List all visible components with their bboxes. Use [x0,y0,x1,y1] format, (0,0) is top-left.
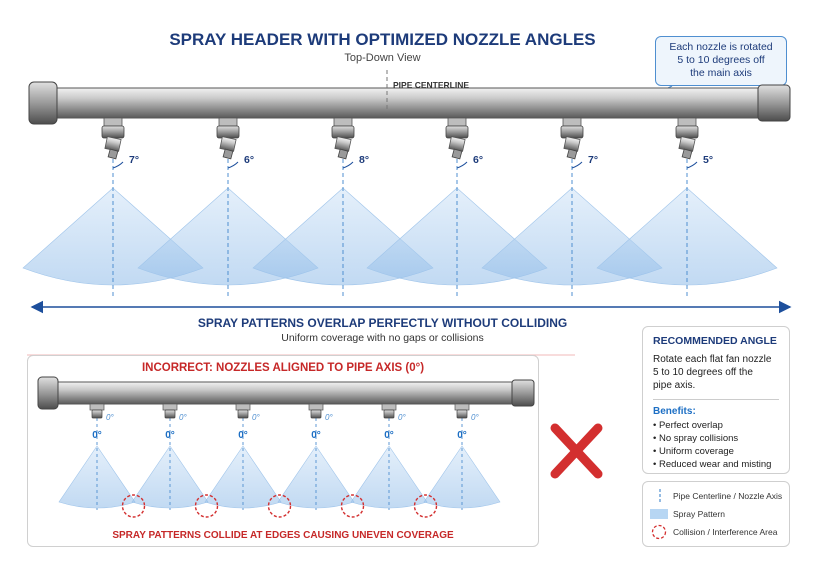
overlap-subheading: Uniform coverage with no gaps or collisi… [281,332,484,344]
collision-areas [121,494,438,518]
overlap-heading: SPRAY PATTERNS OVERLAP PERFECTLY WITHOUT… [197,316,568,330]
incorrect-footer: SPRAY PATTERNS COLLIDE AT EDGES CAUSING … [112,530,454,541]
collision-circle [413,494,438,518]
nozzle [89,403,105,419]
angle-arc [342,161,354,169]
angle-label: 6° [473,154,483,166]
collision-circle-icon [651,524,667,540]
recommended-description: Rotate each flat fan nozzle 5 to 10 degr… [653,353,779,392]
incorrect-nozzles: 0° 0° 0° 0° 0° 0° 0° 0° 0° 0° 0° 0° [89,403,479,441]
recommended-desc-line-2: 5 to 10 degrees off the [653,367,753,378]
angle-label: 5° [703,154,713,166]
legend-item-collision: Collision / Interference Area [643,524,791,540]
angle-arc [112,161,124,169]
angle-arc [686,161,698,169]
small-angle-label: 0° [179,413,187,422]
nozzle [162,403,178,419]
legend-label: Pipe Centerline / Nozzle Axis [673,491,783,501]
angle-label: 0° [92,430,102,441]
benefit-item: Uniform coverage [653,445,779,458]
nozzle [308,403,324,419]
legend-item-spray: Spray Pattern [643,506,791,522]
small-angle-label: 0° [106,413,114,422]
angle-arc [571,161,583,169]
incorrect-panel [27,355,539,547]
dashed-line-icon [659,489,661,503]
angle-label: 6° [244,154,254,166]
angle-label: 7° [129,154,139,166]
spray-swatch-icon [650,509,668,519]
angle-label: 0° [311,430,321,441]
benefits-list: Perfect overlap No spray collisions Unif… [653,419,779,471]
collision-circle [194,494,219,518]
pipe-centerline-label: PIPE CENTERLINE [393,80,469,90]
pipe-right-cap [757,84,791,122]
legend-item-centerline: Pipe Centerline / Nozzle Axis [643,488,791,504]
callout-line-1: Each nozzle is rotated [669,41,773,53]
callout-line-3: the main axis [690,67,752,79]
small-angle-label: 0° [252,413,260,422]
collision-circle [267,494,292,518]
angle-arc [227,161,239,169]
angle-label: 7° [588,154,598,166]
nozzle [216,117,240,160]
legend-label: Spray Pattern [673,509,725,519]
angle-label: 0° [238,430,248,441]
page-subtitle: Top-Down View [344,52,421,64]
nozzle [675,117,699,160]
benefit-item: No spray collisions [653,432,779,445]
small-angle-label: 0° [398,413,406,422]
spray-fan [423,445,501,509]
optimized-spray-patterns [22,152,778,298]
pipe-body [44,87,786,119]
rotation-callout: Each nozzle is rotated 5 to 10 degrees o… [655,36,787,86]
incorrect-pipe-right-cap [511,379,535,407]
nozzle [454,403,470,419]
small-angle-label: 0° [325,413,333,422]
optimized-nozzles: 7° 6° 8° 6° 7° 5° [101,117,713,169]
nozzle [101,117,125,160]
benefit-item: Perfect overlap [653,419,779,432]
small-angle-label: 0° [471,413,479,422]
callout-line-2: 5 to 10 degrees off [677,54,765,66]
recommended-angle-panel: RECOMMENDED ANGLE Rotate each flat fan n… [642,326,790,474]
collision-circle [340,494,365,518]
angle-label: 8° [359,154,369,166]
legend: Pipe Centerline / Nozzle Axis Spray Patt… [642,481,790,547]
nozzle [381,403,397,419]
recommended-title: RECOMMENDED ANGLE [653,335,777,347]
angle-label: 0° [457,430,467,441]
incorrect-title: INCORRECT: NOZZLES ALIGNED TO PIPE AXIS … [141,362,425,374]
incorrect-pipe [37,376,535,410]
nozzle [235,403,251,419]
main-pipe [28,70,791,125]
recommended-divider [653,399,779,400]
pipe-left-flange [28,81,58,125]
legend-label: Collision / Interference Area [673,527,778,537]
recommended-desc-line-3: pipe axis. [653,380,696,391]
incorrect-pipe-left-flange [37,376,59,410]
angle-label: 0° [384,430,394,441]
benefit-item: Reduced wear and misting [653,458,779,471]
incorrect-spray-patterns [58,418,501,510]
nozzle [445,117,469,160]
angle-label: 0° [165,430,175,441]
nozzle [331,117,355,160]
benefits-title: Benefits: [653,406,696,417]
collision-circle [121,494,146,518]
red-x-icon [550,423,603,479]
recommended-desc-line-1: Rotate each flat fan nozzle [653,354,772,365]
nozzle [560,117,584,160]
angle-arc [456,161,468,169]
page-title: SPRAY HEADER WITH OPTIMIZED NOZZLE ANGLE… [169,30,596,49]
